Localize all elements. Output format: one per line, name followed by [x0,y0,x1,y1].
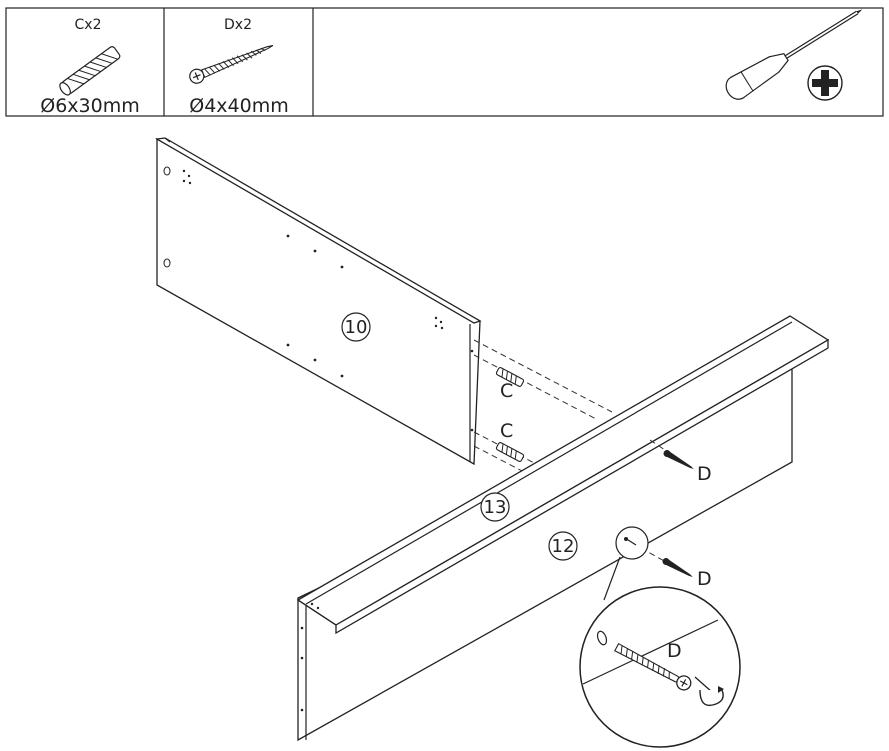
callout-d-upper: D [697,463,712,485]
callout-d-lower: D [697,568,712,590]
alignment-lines [473,339,613,475]
panel-10-badge [341,312,371,342]
dowel-icon [59,46,121,96]
screw-d-upper [649,439,694,469]
screw-icon [189,44,274,84]
screw-d-lower [631,542,693,577]
panel-12-badge [548,531,578,561]
zoom-screwdriver-icon [694,676,724,707]
phillips-screwdriver-icon [725,9,863,101]
callout-d-zoom: D [667,640,682,662]
hardware-d-size: Ø4x40mm [189,95,288,117]
panel-13-number: 13 [484,497,507,518]
panel-12-number: 12 [552,536,575,557]
hardware-table: Cx2 Ø6x30mm Dx2 Ø4x40mm [5,7,884,117]
hardware-c-size: Ø6x30mm [40,95,139,117]
callout-c-lower: C [500,420,513,442]
panel-13: 13 [296,315,830,635]
zoom-screw-icon [614,642,692,691]
detail-marker [603,526,649,601]
hardware-d-qty: Dx2 [224,17,252,33]
panel-13-badge [480,492,510,522]
dowel-c-upper [495,367,525,387]
dowel-c-lower [495,442,525,462]
callout-c-upper: C [500,380,513,402]
zoom-detail [579,586,741,748]
panel-10: 10 [155,137,482,466]
hardware-c-qty: Cx2 [75,17,102,33]
panel-10-number: 10 [345,317,368,338]
